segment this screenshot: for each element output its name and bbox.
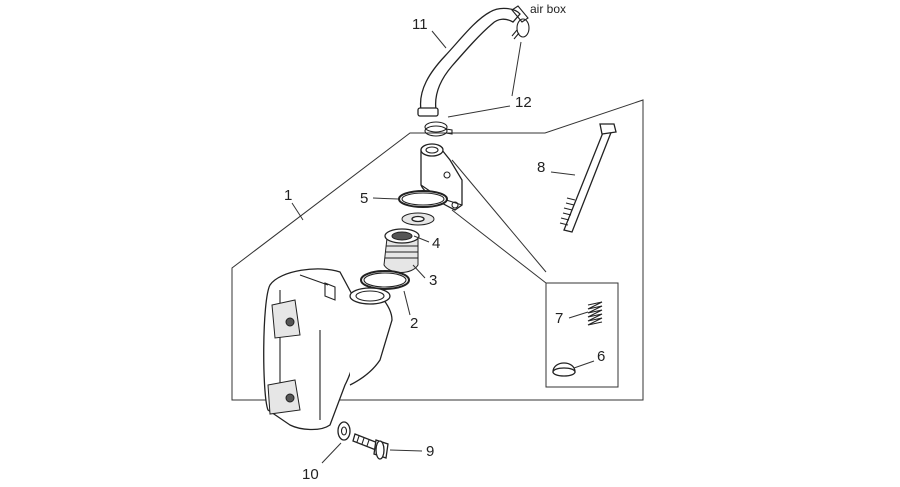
callout-10: 10 bbox=[302, 466, 319, 483]
bolt-washer bbox=[337, 421, 351, 441]
flange-bolt bbox=[352, 433, 389, 460]
hose-clamp-lower bbox=[424, 121, 453, 137]
detail-box bbox=[545, 282, 619, 388]
breather-hose bbox=[417, 5, 529, 117]
callout-12: 12 bbox=[515, 94, 532, 111]
spring bbox=[587, 301, 603, 326]
cap bbox=[552, 362, 576, 377]
long-bolt bbox=[559, 123, 617, 233]
callout-5: 5 bbox=[360, 190, 368, 207]
hose-clamp-upper bbox=[511, 18, 530, 40]
o-ring-lower bbox=[360, 270, 410, 290]
callout-4: 4 bbox=[432, 235, 440, 252]
o-ring-upper bbox=[398, 190, 448, 208]
callout-3: 3 bbox=[429, 272, 437, 289]
detail-leader-top2 bbox=[451, 159, 547, 273]
callout-2: 2 bbox=[410, 315, 418, 332]
callout-6: 6 bbox=[597, 348, 605, 365]
detail-leader-top bbox=[451, 209, 547, 284]
callout-11: 11 bbox=[412, 16, 428, 33]
callout-9: 9 bbox=[426, 443, 434, 460]
assembly-outline bbox=[231, 99, 644, 401]
callout-8: 8 bbox=[537, 159, 545, 176]
breather-tank bbox=[263, 268, 393, 431]
callout-1: 1 bbox=[284, 187, 292, 204]
caption-air-box: air box bbox=[530, 2, 566, 16]
breather-valve bbox=[383, 228, 420, 273]
callout-7: 7 bbox=[555, 310, 563, 327]
